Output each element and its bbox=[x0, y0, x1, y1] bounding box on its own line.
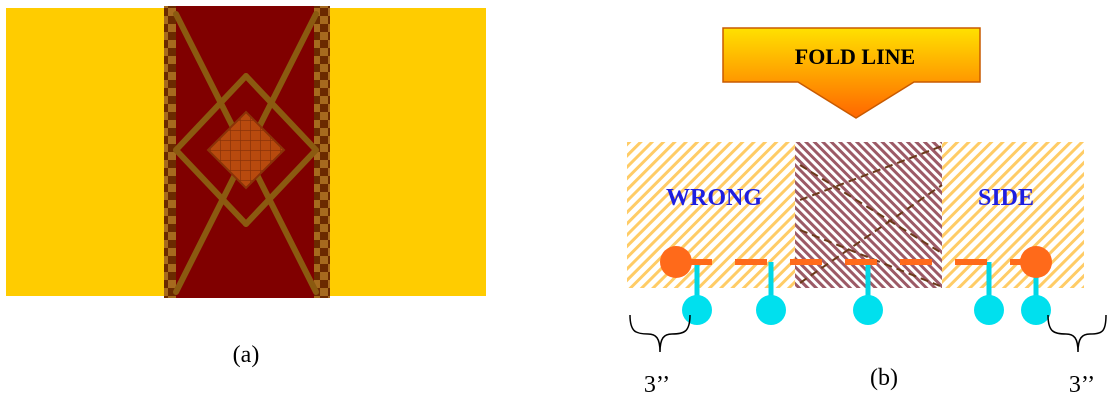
wrong-side-right-panel bbox=[942, 142, 1084, 288]
side-label: SIDE bbox=[978, 185, 1034, 211]
fold-line-label: FOLD LINE bbox=[795, 44, 915, 69]
pin bbox=[756, 262, 786, 325]
pin-head bbox=[756, 295, 786, 325]
pin-head bbox=[1021, 295, 1051, 325]
stitch-knot-left bbox=[660, 246, 692, 278]
measure-left: 3’’ bbox=[644, 372, 670, 398]
measure-right: 3’’ bbox=[1069, 372, 1095, 398]
pin-head bbox=[974, 295, 1004, 325]
pin-head bbox=[682, 295, 712, 325]
pin bbox=[853, 262, 883, 325]
pins bbox=[682, 262, 1051, 325]
panel-a: (a) bbox=[6, 6, 486, 368]
center-diamond bbox=[206, 110, 286, 190]
checker-strip-right bbox=[314, 6, 330, 298]
panel-b: FOLD LINE WRONG SIDE bbox=[627, 27, 1107, 398]
stitch-knot-right bbox=[1020, 246, 1052, 278]
caption-b: (b) bbox=[870, 365, 898, 391]
fabric-left bbox=[6, 8, 170, 296]
caption-a: (a) bbox=[233, 342, 260, 368]
pin-head bbox=[853, 295, 883, 325]
checker-strip-left bbox=[164, 6, 176, 298]
band-dashed-lines bbox=[799, 145, 943, 287]
fold-arrow bbox=[722, 27, 981, 119]
fabric-right bbox=[324, 8, 486, 296]
bracket-left bbox=[629, 314, 691, 353]
pin bbox=[974, 262, 1004, 325]
wrong-label: WRONG bbox=[666, 185, 762, 211]
bracket-right bbox=[1047, 314, 1107, 353]
